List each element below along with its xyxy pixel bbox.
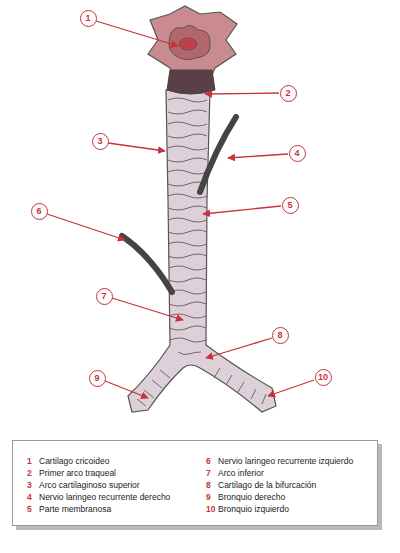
callout-circle: 10 [315, 369, 332, 386]
legend-entry: Parte membranosa [39, 505, 111, 514]
callout-number: 3 [97, 137, 102, 146]
callout-circle: 8 [272, 327, 289, 344]
callout-number: 6 [36, 207, 41, 216]
legend-number: 4 [27, 493, 32, 502]
first-tracheal-ring [167, 70, 215, 94]
legend-entry: Bronquio izquierdo [218, 505, 289, 514]
legend-number: 7 [206, 469, 211, 478]
leader-lines [47, 21, 314, 398]
callout-number: 9 [94, 374, 99, 383]
legend-number: 6 [206, 457, 211, 466]
tracheal-rings [137, 98, 266, 406]
callout-number: 8 [277, 331, 282, 340]
callout-circle: 4 [289, 145, 306, 162]
legend-entry: Cartilago cricoideo [39, 457, 109, 466]
legend-entry: Cartilago de la bifurcación [218, 481, 316, 490]
legend-number: 9 [206, 493, 211, 502]
callout-number: 7 [101, 292, 106, 301]
callout-circle: 3 [92, 133, 109, 150]
callout-circle: 7 [96, 288, 113, 305]
legend-number: 10 [206, 505, 215, 514]
legend-number: 3 [27, 481, 32, 490]
callout-circle: 6 [31, 203, 48, 220]
legend-entry: Nervio laringeo recurrente izquierdo [218, 457, 353, 466]
legend-entry: Bronquio derecho [218, 493, 285, 502]
callout-circle: 5 [282, 197, 299, 214]
larynx-opening [179, 38, 197, 50]
legend-number: 1 [27, 457, 32, 466]
legend-number: 5 [27, 505, 32, 514]
callout-circle: 9 [89, 370, 106, 387]
callout-number: 4 [294, 149, 299, 158]
trachea-tube [128, 90, 276, 412]
callout-number: 5 [287, 201, 292, 210]
larynx-inner [169, 25, 210, 59]
legend-number: 2 [27, 469, 32, 478]
left-recurrent-nerve [122, 236, 172, 292]
cricoid-cartilage [148, 6, 237, 80]
legend-entry: Arco inferior [218, 469, 264, 478]
legend-panel: 1 Cartilago cricoideo 2 Primer arco traquea… [12, 440, 378, 526]
callout-number: 1 [85, 14, 90, 23]
callout-circle: 2 [280, 85, 297, 102]
legend-entry: Arco cartilaginoso superior [39, 481, 140, 490]
callout-number: 2 [285, 89, 290, 98]
legend-entry: Primer arco traqueal [39, 469, 116, 478]
callout-circle: 1 [80, 10, 97, 27]
legend-number: 8 [206, 481, 211, 490]
callout-number: 10 [318, 373, 328, 382]
right-recurrent-nerve [200, 117, 236, 192]
legend-entry: Nervio laringeo recurrente derecho [39, 493, 170, 502]
